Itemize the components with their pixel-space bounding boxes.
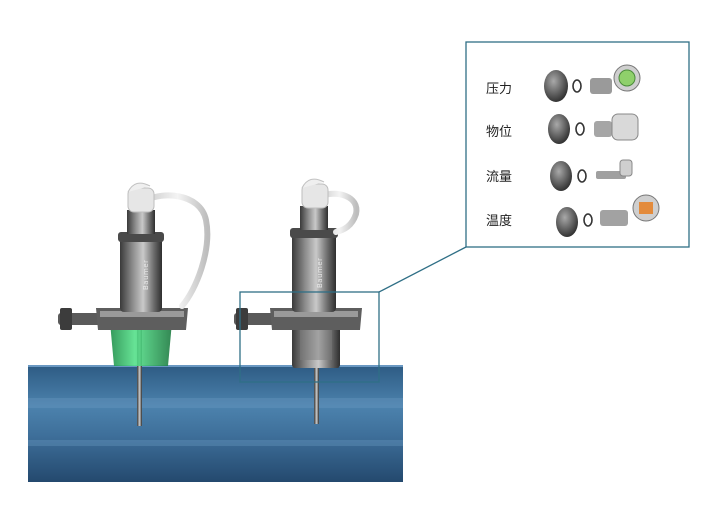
temperature-sensor-icon: [600, 210, 628, 226]
left-seal: [110, 322, 172, 366]
flow-sensor-icon: [596, 171, 626, 179]
right-sensor-body: [292, 228, 336, 312]
right-sensor-assembly: Baumer: [234, 178, 362, 424]
o-ring-icon: [575, 122, 585, 136]
left-probe-rod: [137, 330, 142, 426]
adapter-cap-icon: [556, 207, 578, 237]
adapter-cap-icon: [544, 70, 568, 102]
highlight-frame: [239, 291, 380, 383]
right-probe-rod: [314, 360, 319, 424]
adapter-cap-icon: [548, 114, 570, 144]
highlight-callout: [239, 41, 690, 383]
inset-row-1-graphics: [544, 64, 641, 102]
o-ring-icon: [572, 79, 582, 93]
inset-label-pressure: 压力: [486, 82, 513, 97]
inset-label-level: 物位: [486, 125, 513, 140]
inset-label-temperature: 温度: [486, 214, 513, 229]
adapter-cap-icon: [550, 161, 572, 191]
right-cable: [319, 190, 360, 235]
inset-row-3-graphics: [550, 159, 633, 191]
inset-panel: [465, 41, 690, 248]
level-sensor-icon: [594, 121, 612, 137]
left-sensor-body: [120, 232, 162, 312]
callout-line: [378, 246, 467, 293]
o-ring-icon: [583, 213, 593, 227]
inset-row-4-graphics: [556, 194, 660, 237]
left-brand-text: Baumer: [142, 259, 150, 290]
left-sensor-assembly: Baumer: [58, 182, 211, 426]
o-ring-icon: [577, 169, 587, 183]
inset-row-2-graphics: [548, 113, 639, 144]
pressure-sensor-icon: [590, 78, 612, 94]
left-cable: [145, 192, 211, 309]
process-pipe: [28, 365, 403, 482]
right-brand-text: Baumer: [316, 257, 324, 288]
inset-label-flow: 流量: [486, 170, 513, 185]
